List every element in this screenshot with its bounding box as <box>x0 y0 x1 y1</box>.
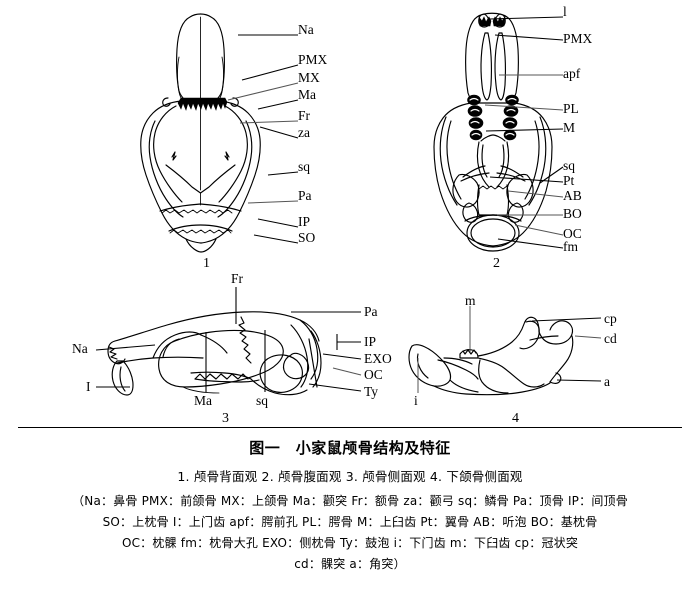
label-lateral-oc: OC <box>364 367 383 382</box>
label-lateral-fr: Fr <box>231 271 244 286</box>
label-lateral-ty: Ty <box>364 384 379 399</box>
label-ventral-apf: apf <box>563 66 581 81</box>
label-ventral-pmx: PMX <box>563 31 593 46</box>
lateral-skull-drawing <box>107 311 322 396</box>
label-dorsal-sq: sq <box>298 159 311 174</box>
label-lateral-i: I <box>86 379 91 394</box>
figure-legend-line-1: （Na：鼻骨 PMX：前颌骨 MX：上颌骨 Ma：颧突 Fr：额骨 za：颧弓 … <box>72 494 628 508</box>
figure-number-3: 3 <box>222 411 229 426</box>
caption-divider <box>18 427 682 428</box>
label-mandible-a: a <box>604 374 610 389</box>
figure-legend-line-4: cd：髁突 a：角突） <box>294 557 406 571</box>
figure-legend-line-2: SO：上枕骨 I：上门齿 apf：腭前孔 PL：腭骨 M：上臼齿 Pt：翼骨 A… <box>102 515 598 529</box>
ventral-leader-lines <box>484 16 564 249</box>
dorsal-skull-drawing <box>140 13 261 253</box>
label-ventral-bo: BO <box>563 206 582 221</box>
label-ventral-sq: sq <box>563 158 576 173</box>
label-dorsal-fr: Fr <box>298 108 311 123</box>
label-dorsal-pa: Pa <box>298 188 312 203</box>
label-dorsal-ma: Ma <box>298 87 316 102</box>
figure-number-2: 2 <box>493 256 500 271</box>
label-ventral-fm: fm <box>563 239 578 254</box>
mandible-drawing <box>408 316 574 396</box>
label-ventral-pt: Pt <box>563 173 575 188</box>
label-mandible-cp: cp <box>604 311 617 326</box>
label-lateral-pa: Pa <box>364 304 378 319</box>
label-mandible-cd: cd <box>604 331 617 346</box>
label-dorsal-so: SO <box>298 230 316 245</box>
figure-number-1: 1 <box>203 256 210 271</box>
panel-dorsal-skull <box>120 5 300 260</box>
figure-title: 图一 小家鼠颅骨结构及特征 <box>249 439 451 457</box>
label-ventral-oc: OC <box>563 226 582 241</box>
label-dorsal-ip: IP <box>298 214 311 229</box>
figure-number-4: 4 <box>512 411 519 426</box>
label-mandible-m: m <box>465 293 476 308</box>
label-ventral-pl: PL <box>563 101 579 116</box>
label-lateral-sq: sq <box>256 393 269 408</box>
label-ventral-ab: AB <box>563 188 582 203</box>
panel-lateral-skull <box>95 295 360 410</box>
lateral-leader-lines <box>95 287 362 392</box>
figure-legend-line-3: OC：枕髁 fm：枕骨大孔 EXO：侧枕骨 Ty：鼓泡 i：下门齿 m：下臼齿 … <box>121 536 579 550</box>
label-lateral-na: Na <box>72 341 88 356</box>
label-lateral-ip: IP <box>364 334 377 349</box>
label-dorsal-pmx: PMX <box>298 52 328 67</box>
dorsal-leader-lines <box>227 34 299 244</box>
label-dorsal-za: za <box>298 125 310 140</box>
panel-mandible <box>408 300 593 405</box>
label-dorsal-mx: MX <box>298 70 320 85</box>
label-ventral-i: l <box>563 4 567 19</box>
label-ventral-m: M <box>563 120 576 135</box>
label-dorsal-na: Na <box>298 22 314 37</box>
label-lateral-exo: EXO <box>364 351 392 366</box>
label-mandible-i: i <box>414 393 418 408</box>
figure-views-line: 1. 颅骨背面观 2. 颅骨腹面观 3. 颅骨侧面观 4. 下颌骨侧面观 <box>177 469 523 484</box>
label-lateral-ma: Ma <box>194 393 212 408</box>
mandible-leader-lines <box>417 306 602 393</box>
